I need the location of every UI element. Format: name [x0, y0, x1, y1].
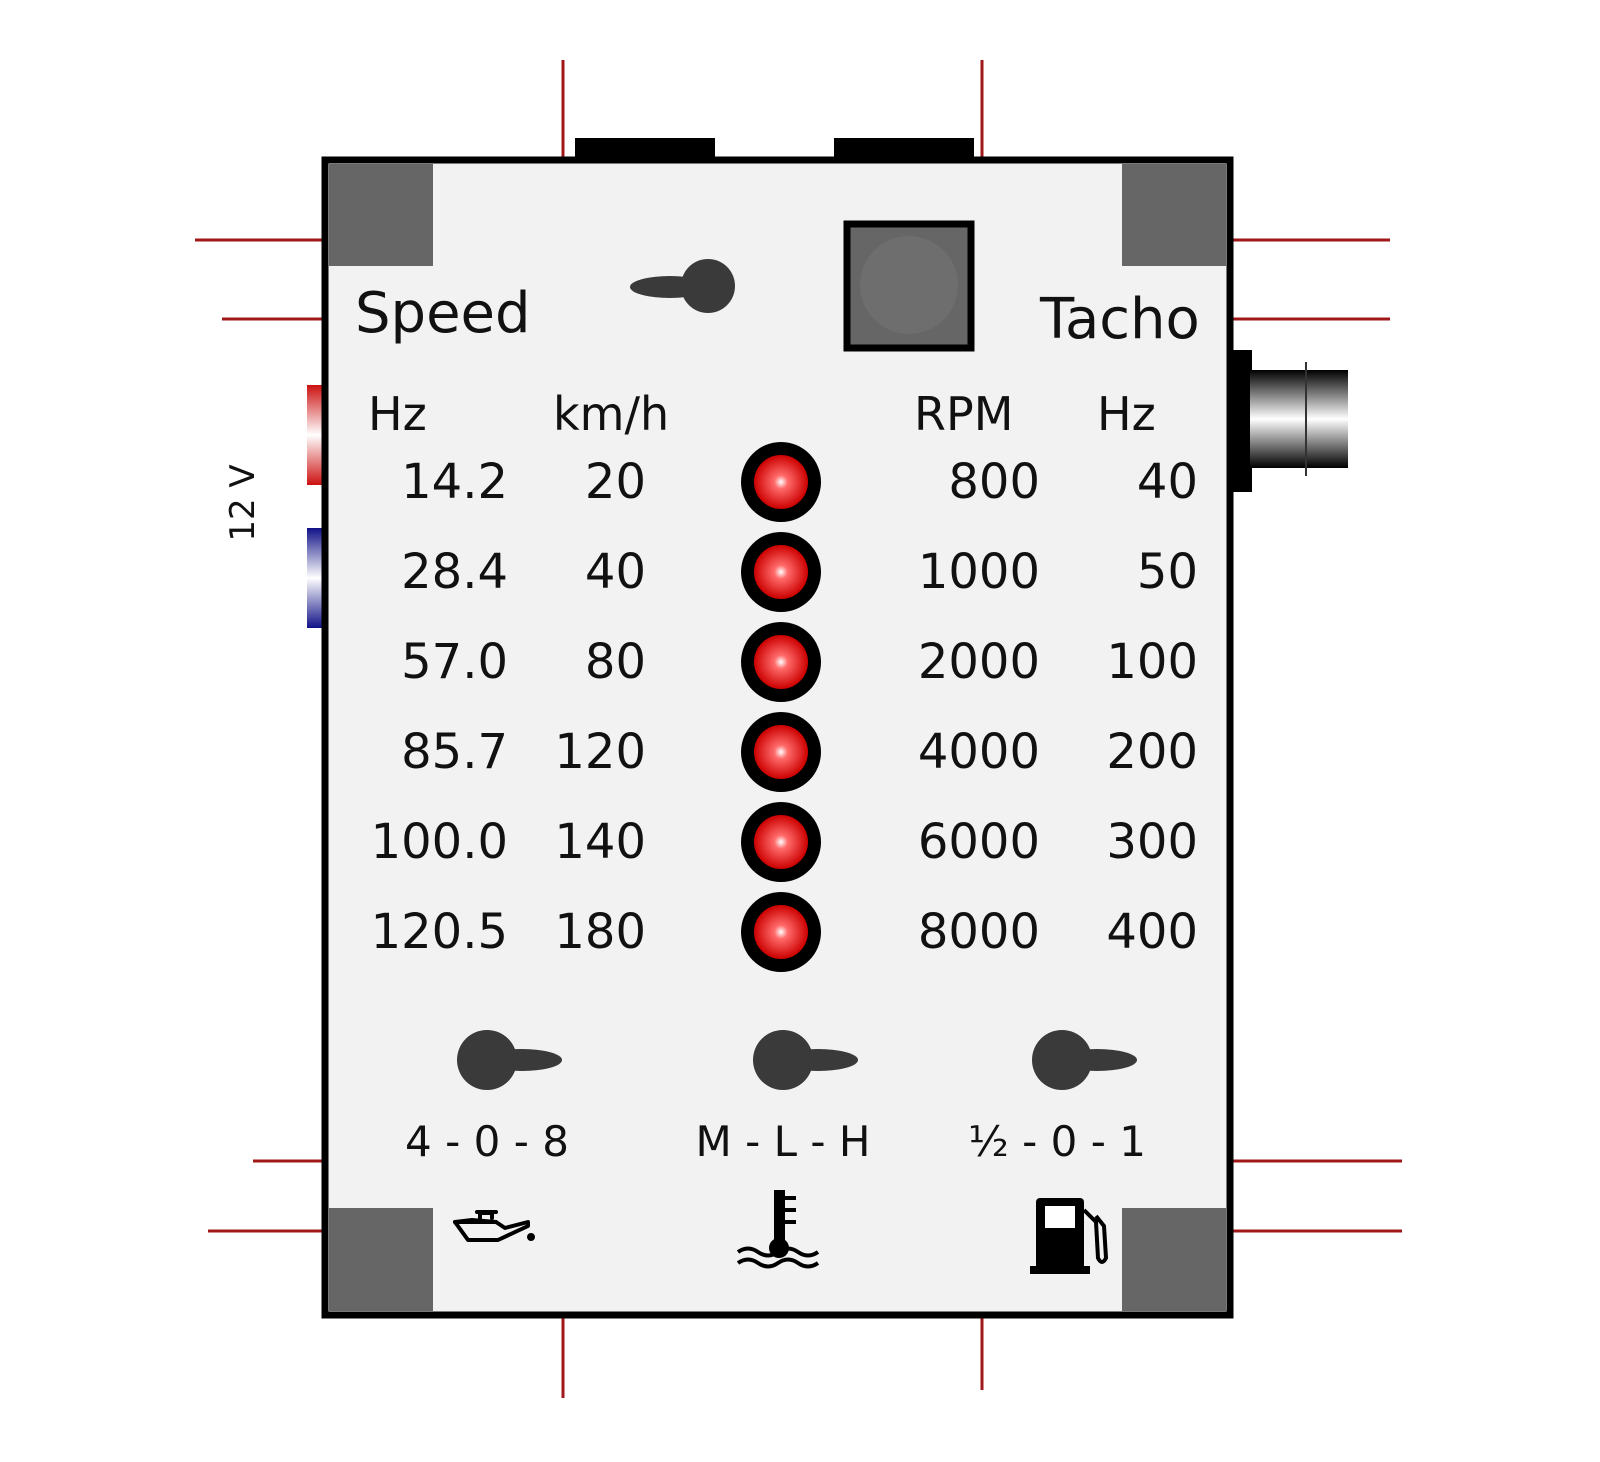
indicator-led: [741, 442, 821, 522]
toggle-lever: [778, 1049, 858, 1071]
led-lens: [754, 725, 808, 779]
table-row: 100.0 140 6000 300: [371, 802, 1198, 882]
speed-hz-value: 85.7: [401, 724, 508, 780]
speed-kmh-header: km/h: [553, 387, 669, 441]
speed-hz-value: 100.0: [371, 814, 508, 870]
speed-kmh-value: 180: [554, 904, 646, 960]
led-lens: [754, 455, 808, 509]
fuel-pump-icon: [1030, 1198, 1108, 1274]
tacho-hz-header: Hz: [1097, 387, 1156, 441]
indicator-led: [741, 712, 821, 792]
corner-pad: [1122, 1208, 1226, 1311]
tacho-rpm-header: RPM: [914, 387, 1013, 441]
toggle-lever: [482, 1049, 562, 1071]
tacho-hz-value: 100: [1106, 634, 1198, 690]
crop-marks: [195, 60, 1402, 1398]
table-row: 57.0 80 2000 100: [401, 622, 1198, 702]
led-lens: [754, 545, 808, 599]
oil-can-icon: [453, 1210, 535, 1242]
tacho-hz-value: 300: [1106, 814, 1198, 870]
mode-toggle-switch[interactable]: [630, 259, 735, 313]
speed-title: Speed: [355, 281, 531, 346]
indicator-led: [741, 802, 821, 882]
gauge-switch-label: 4 - 0 - 8: [405, 1117, 569, 1166]
tacho-rpm-value: 8000: [918, 904, 1040, 960]
tacho-hz-value: 200: [1106, 724, 1198, 780]
bnc-connector[interactable]: [1250, 370, 1348, 468]
gauge-switch-label: ½ - 0 - 1: [968, 1117, 1146, 1166]
tacho-rpm-value: 1000: [918, 544, 1040, 600]
tacho-hz-value: 50: [1137, 544, 1198, 600]
speed-hz-header: Hz: [368, 387, 427, 441]
tacho-hz-value: 40: [1137, 454, 1198, 510]
table-row: 28.4 40 1000 50: [401, 532, 1198, 612]
gauge-switch-row: 4 - 0 - 8 M - L - H ½ - 0 - 1: [405, 1030, 1146, 1166]
power-voltage-label: 12 V: [223, 464, 263, 541]
tacho-rpm-value: 2000: [918, 634, 1040, 690]
toggle-lever: [1057, 1049, 1137, 1071]
gauge-switch-label: M - L - H: [696, 1117, 871, 1166]
gauge-switch[interactable]: ½ - 0 - 1: [968, 1030, 1146, 1166]
table-row: 85.7 120 4000 200: [401, 712, 1198, 792]
corner-pad: [1122, 164, 1226, 266]
gauge-switch[interactable]: 4 - 0 - 8: [405, 1030, 569, 1166]
corner-pad: [329, 164, 433, 266]
power-terminal-positive[interactable]: [307, 385, 325, 485]
toggle-lever: [630, 276, 710, 298]
indicator-led: [741, 622, 821, 702]
push-button-cap: [860, 236, 958, 334]
tacho-rpm-value: 4000: [918, 724, 1040, 780]
tacho-rpm-value: 800: [948, 454, 1040, 510]
speed-hz-value: 120.5: [371, 904, 508, 960]
led-lens: [754, 905, 808, 959]
value-table: 14.2 20 800 40 28.4 40 1000 50 57.0 80 2000 100 85.7…: [371, 442, 1198, 972]
bnc-connector-mount: [1230, 350, 1252, 492]
speed-kmh-value: 120: [554, 724, 646, 780]
speed-kmh-value: 140: [554, 814, 646, 870]
push-button[interactable]: [843, 220, 975, 352]
speed-kmh-value: 20: [585, 454, 646, 510]
corner-pad: [329, 1208, 433, 1311]
speed-kmh-value: 40: [585, 544, 646, 600]
indicator-led: [741, 532, 821, 612]
speed-kmh-value: 80: [585, 634, 646, 690]
tacho-hz-value: 400: [1106, 904, 1198, 960]
indicator-led: [741, 892, 821, 972]
tacho-title: Tacho: [1039, 287, 1200, 352]
led-lens: [754, 815, 808, 869]
gauge-switch[interactable]: M - L - H: [696, 1030, 871, 1166]
speed-hz-value: 14.2: [401, 454, 508, 510]
speed-hz-value: 28.4: [401, 544, 508, 600]
tacho-rpm-value: 6000: [918, 814, 1040, 870]
power-terminal-negative[interactable]: [307, 528, 325, 628]
table-row: 14.2 20 800 40: [401, 442, 1198, 522]
speed-hz-value: 57.0: [401, 634, 508, 690]
table-row: 120.5 180 8000 400: [371, 892, 1198, 972]
led-lens: [754, 635, 808, 689]
coolant-temperature-icon: [736, 1190, 820, 1269]
